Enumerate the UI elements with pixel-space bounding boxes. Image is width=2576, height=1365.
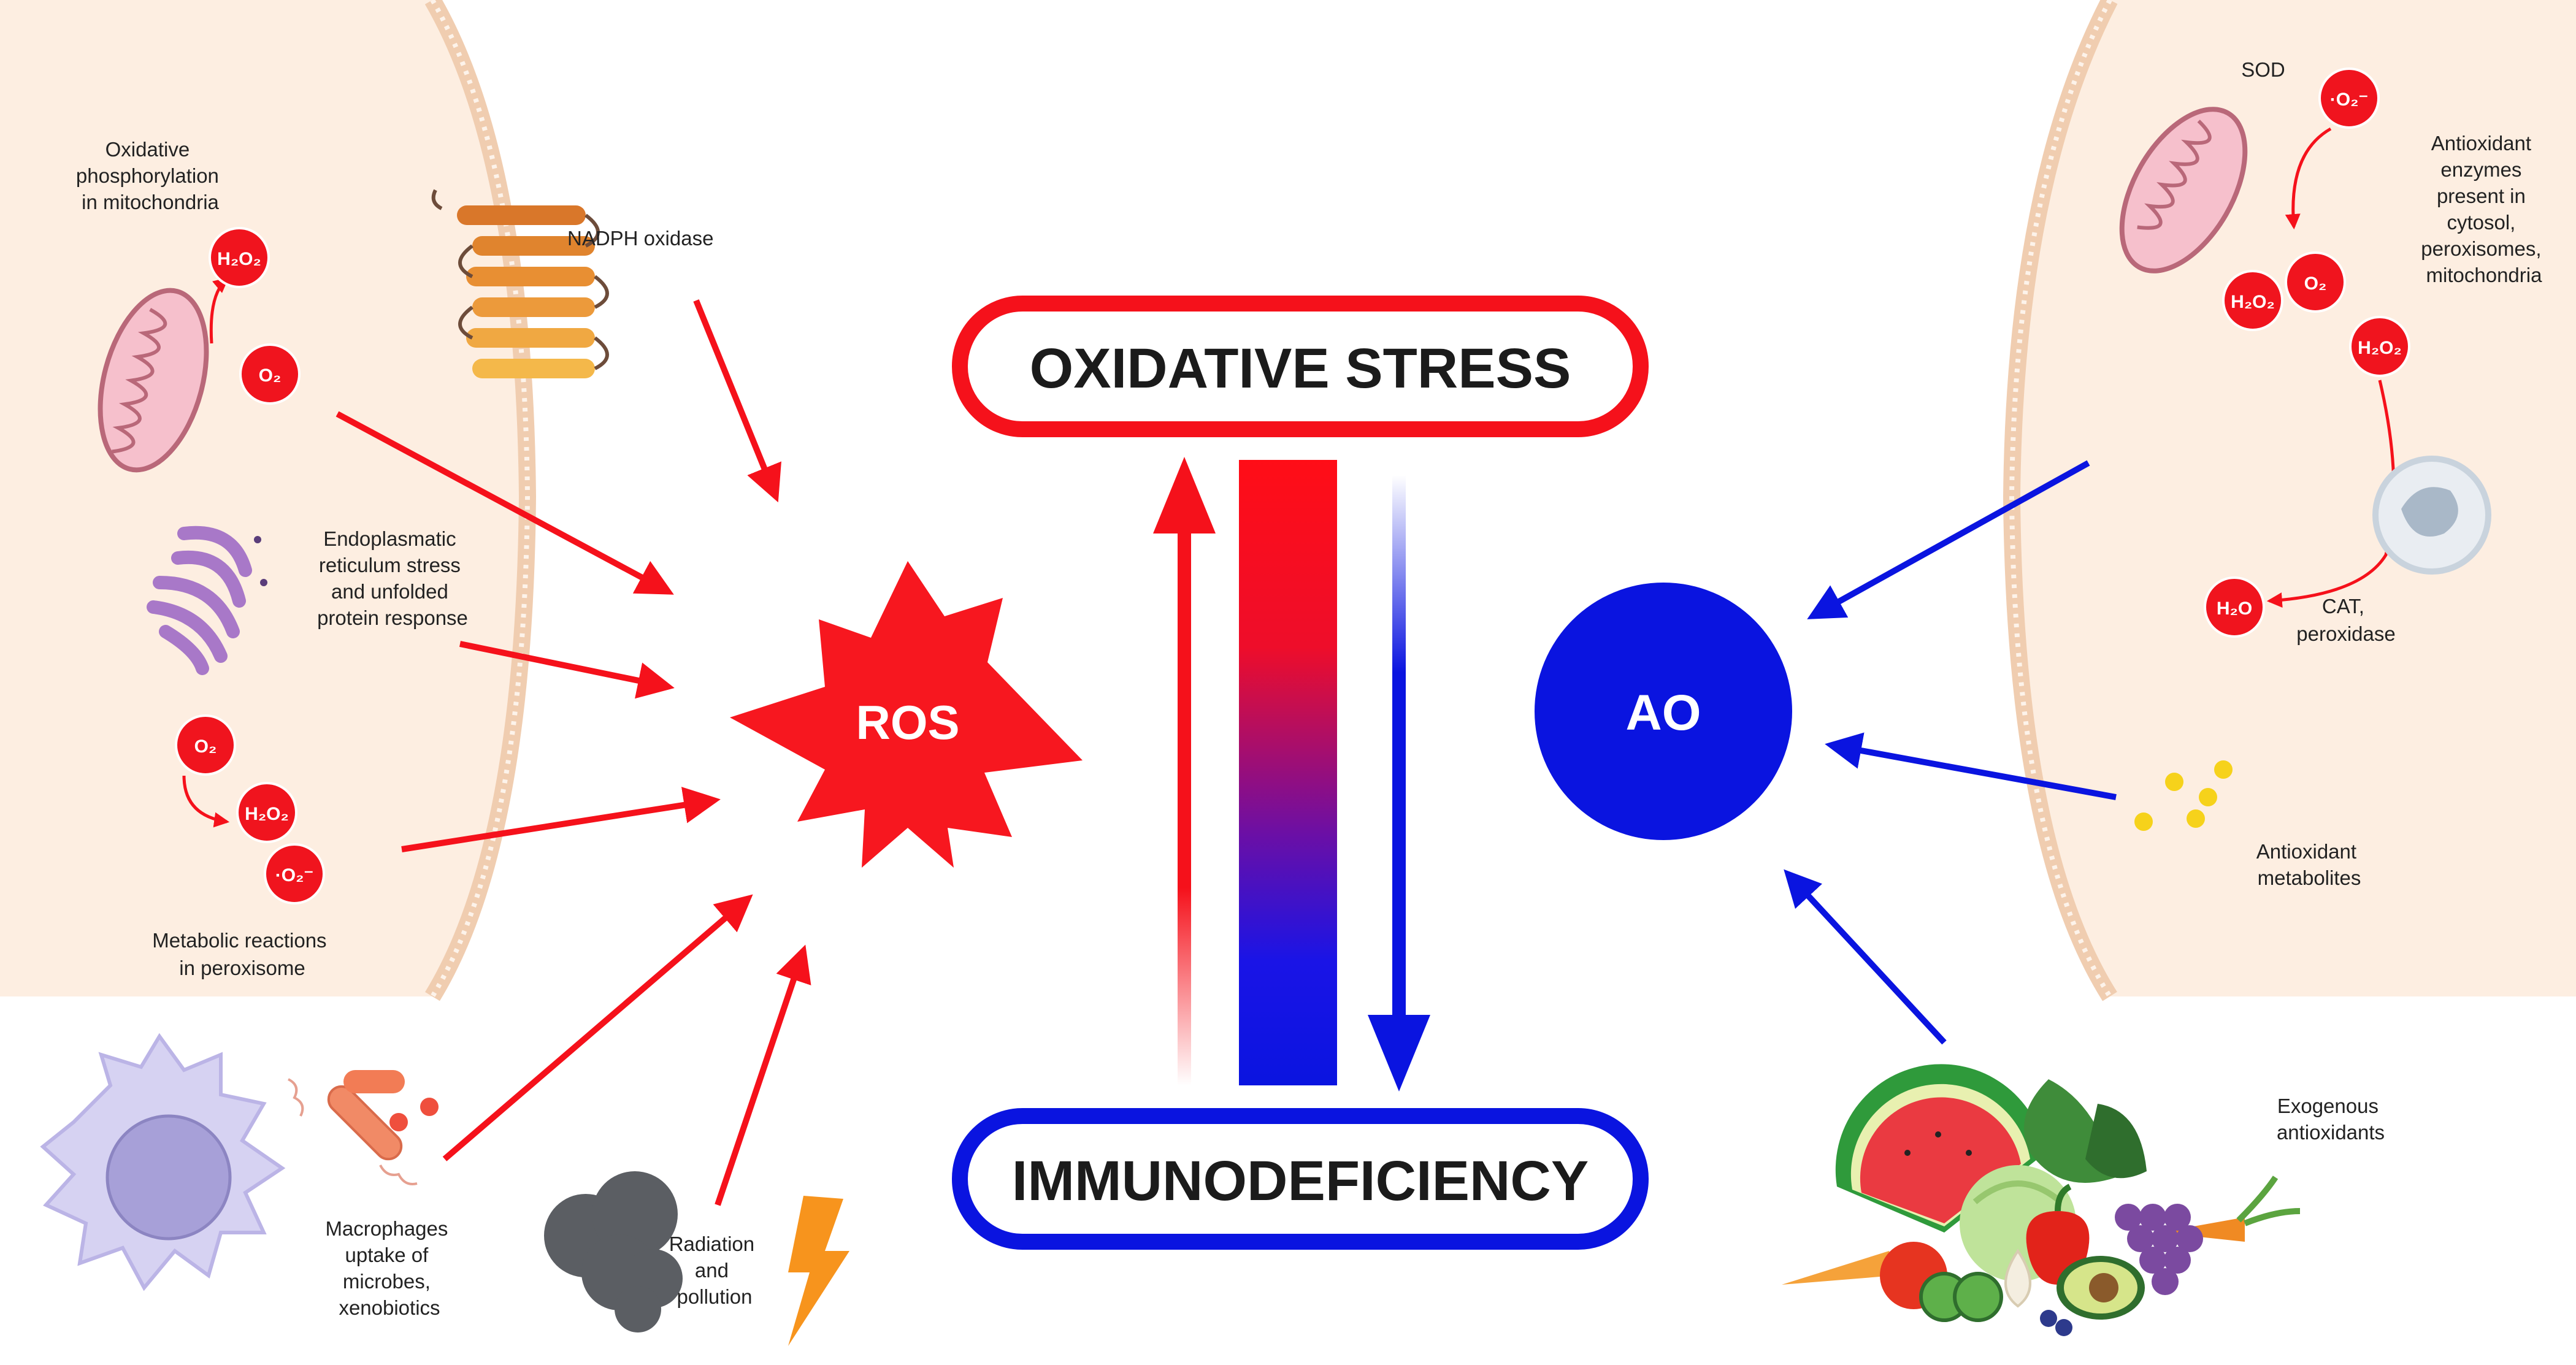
h2o2-molecule: H₂O₂ <box>236 782 297 843</box>
left-cell <box>0 0 537 1001</box>
ao-circle: AO <box>1535 583 1792 840</box>
mitochondrion-icon <box>2119 107 2248 273</box>
er-label: Endoplasmatic reticulum stress and unfol… <box>317 527 468 629</box>
microbe-icon <box>288 1070 439 1185</box>
svg-text:O₂: O₂ <box>259 365 282 386</box>
metabolite-dots-icon <box>2134 760 2233 831</box>
h2o-molecule: H₂O <box>2204 576 2265 638</box>
up-arrow-red <box>1153 457 1216 1085</box>
pollution-cloud-icon <box>544 1171 683 1332</box>
svg-text:·O₂⁻: ·O₂⁻ <box>275 865 314 885</box>
superoxide-molecule: ·O₂⁻ <box>2318 67 2380 129</box>
mitochondria-label: Oxidative phosphorylation in mitochondri… <box>76 138 224 213</box>
h2o2-molecule: H₂O₂ <box>2349 316 2410 377</box>
peroxisome-icon <box>2372 456 2491 575</box>
macrophage-label: Macrophages uptake of microbes, xenobiot… <box>325 1217 453 1319</box>
immunodeficiency-box: IMMUNODEFICIENCY <box>952 1108 1649 1250</box>
h2o2-molecule: H₂O₂ <box>2222 270 2283 331</box>
enzymes-label: Antioxidant enzymes present in cytosol, … <box>2421 132 2547 286</box>
metabolites-label: Antioxidant metabolites <box>2256 840 2362 889</box>
oxidative-stress-box: OXIDATIVE STRESS <box>952 296 1649 437</box>
down-arrow-blue <box>1368 475 1430 1092</box>
mitochondrion-icon <box>98 288 209 473</box>
svg-text:O₂: O₂ <box>194 736 217 757</box>
ao-arrows <box>1784 460 2117 1045</box>
lightning-icon <box>788 1196 849 1346</box>
food-icon <box>1782 1064 2301 1336</box>
superoxide-molecule: ·O₂⁻ <box>264 843 325 904</box>
nadph-label: NADPH oxidase <box>567 227 713 250</box>
radiation-label: Radiation and pollution <box>669 1233 761 1308</box>
ros-arrows <box>335 299 811 1206</box>
endoplasmic-reticulum-icon <box>147 526 267 675</box>
h2o2-molecule: H₂O₂ <box>209 227 270 288</box>
ros-label: ROS <box>856 695 959 749</box>
sod-label: SOD <box>2241 58 2285 81</box>
peroxisome-label: Metabolic reactions in peroxisome <box>152 929 332 979</box>
nadph-oxidase-icon <box>431 189 609 378</box>
ao-label: AO <box>1626 685 1701 741</box>
macrophage-icon <box>40 1033 286 1291</box>
exogenous-label: Exogenous antioxidants <box>2277 1095 2385 1144</box>
balance-bar <box>1239 460 1337 1085</box>
ros-burst: ROS <box>730 561 1083 868</box>
svg-text:·O₂⁻: ·O₂⁻ <box>2330 90 2369 110</box>
svg-text:O₂: O₂ <box>2304 273 2327 294</box>
svg-text:H₂O₂: H₂O₂ <box>217 249 261 269</box>
svg-text:H₂O₂: H₂O₂ <box>2358 338 2402 358</box>
oxidative-stress-label: OXIDATIVE STRESS <box>1030 337 1571 400</box>
immunodeficiency-label: IMMUNODEFICIENCY <box>1012 1150 1589 1212</box>
o2-molecule: O₂ <box>175 714 236 776</box>
cat-label: CAT, peroxidase <box>2296 595 2395 645</box>
svg-text:H₂O₂: H₂O₂ <box>2231 292 2275 312</box>
svg-text:H₂O: H₂O <box>2217 598 2252 619</box>
svg-text:H₂O₂: H₂O₂ <box>245 804 289 824</box>
o2-molecule: O₂ <box>239 343 301 405</box>
o2-molecule: O₂ <box>2285 251 2346 313</box>
